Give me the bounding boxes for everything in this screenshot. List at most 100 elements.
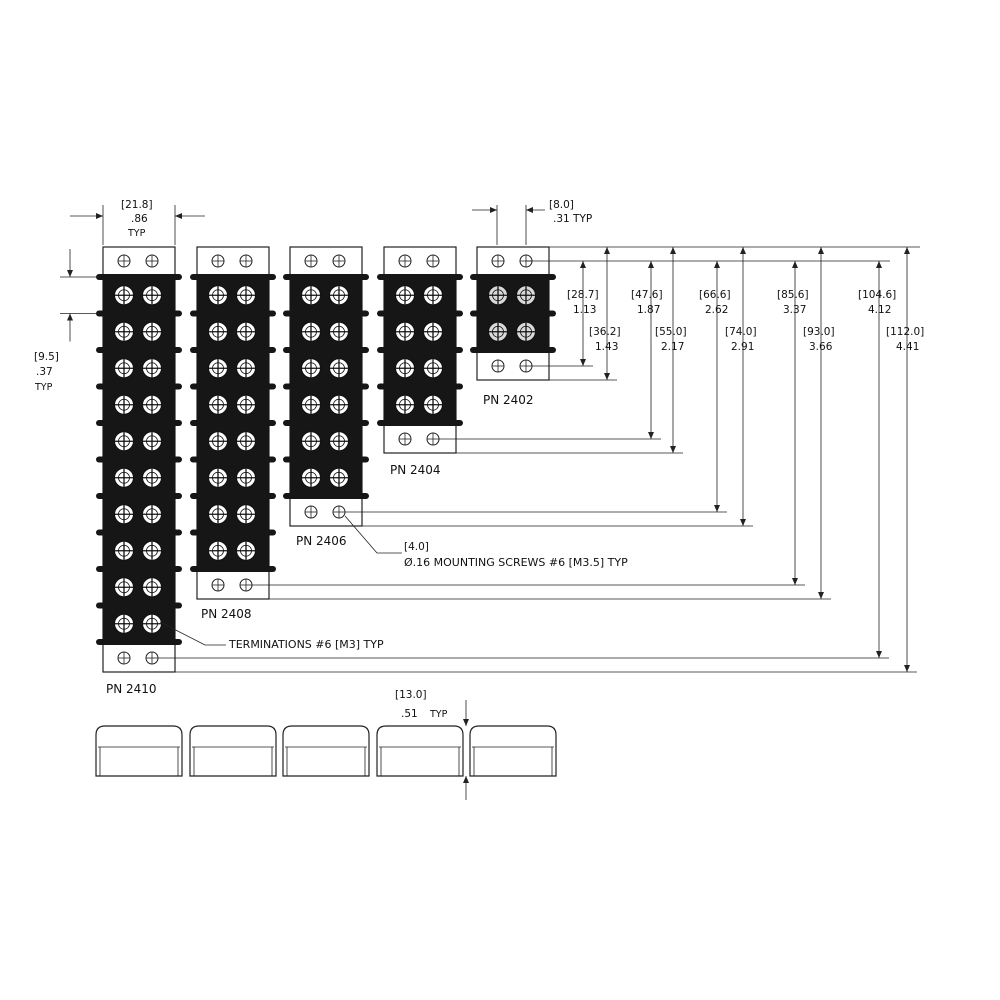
arrowhead bbox=[604, 373, 610, 380]
width-dim-inch: .86 bbox=[131, 213, 148, 225]
side-views bbox=[95, 725, 557, 777]
arrowhead bbox=[904, 665, 910, 672]
pitch-dim-mm: [9.5] bbox=[34, 351, 59, 363]
side-profile bbox=[282, 725, 370, 777]
barrier bbox=[190, 310, 276, 317]
arrowhead bbox=[818, 247, 824, 254]
height-dim-inch: 2.62 bbox=[705, 304, 728, 316]
arrowhead bbox=[792, 578, 798, 585]
dimension-lines bbox=[60, 205, 920, 800]
terminal-block bbox=[190, 246, 276, 600]
arrowhead bbox=[526, 207, 533, 213]
barrier bbox=[190, 529, 276, 536]
arrowhead bbox=[670, 247, 676, 254]
barrier bbox=[283, 310, 369, 317]
height-dim-mm: [85.6] bbox=[777, 289, 809, 301]
barrier bbox=[470, 310, 556, 317]
height-dim-inch: 2.91 bbox=[731, 341, 754, 353]
barrier bbox=[283, 274, 369, 280]
barrier bbox=[96, 420, 182, 426]
height-dim-mm: [47.6] bbox=[631, 289, 663, 301]
terminal-block bbox=[96, 246, 182, 673]
barrier bbox=[377, 383, 463, 390]
barrier bbox=[190, 493, 276, 499]
arrowhead bbox=[714, 261, 720, 268]
barrier bbox=[96, 639, 182, 645]
side-dim-typ: TYP bbox=[429, 709, 448, 720]
barrier bbox=[96, 493, 182, 499]
barrier bbox=[283, 493, 369, 499]
arrowhead bbox=[604, 247, 610, 254]
side-dim-inch: .51 bbox=[401, 708, 418, 720]
arrowhead bbox=[648, 261, 654, 268]
barrier bbox=[283, 347, 369, 353]
height-dim-mm: [104.6] bbox=[858, 289, 896, 301]
barrier-dim-inch: .31 TYP bbox=[553, 213, 592, 225]
terminal-block bbox=[470, 246, 556, 381]
pitch-dim-typ: TYP bbox=[34, 382, 53, 393]
barrier-dim-mm: [8.0] bbox=[549, 199, 574, 211]
barrier bbox=[283, 383, 369, 390]
side-profile bbox=[376, 725, 464, 777]
barrier bbox=[283, 456, 369, 463]
side-profile bbox=[189, 725, 277, 777]
arrowhead bbox=[463, 776, 469, 783]
arrowhead bbox=[175, 213, 182, 219]
barrier bbox=[96, 602, 182, 609]
barrier bbox=[377, 347, 463, 353]
side-view bbox=[376, 725, 464, 777]
barrier bbox=[190, 347, 276, 353]
arrowhead bbox=[714, 505, 720, 512]
barrier bbox=[96, 310, 182, 317]
width-dim-typ: TYP bbox=[127, 228, 146, 239]
arrowhead bbox=[792, 261, 798, 268]
barrier bbox=[96, 274, 182, 280]
barrier bbox=[377, 420, 463, 426]
barrier bbox=[190, 274, 276, 280]
height-dim-inch: 4.12 bbox=[868, 304, 891, 316]
barrier bbox=[96, 566, 182, 572]
arrowhead bbox=[580, 261, 586, 268]
arrowhead bbox=[580, 359, 586, 366]
height-dim-mm: [36.2] bbox=[589, 326, 621, 338]
height-dim-mm: [112.0] bbox=[886, 326, 924, 338]
side-view bbox=[282, 725, 370, 777]
part-number-label: PN 2410 bbox=[106, 682, 157, 696]
arrowhead bbox=[96, 213, 103, 219]
barrier bbox=[283, 420, 369, 426]
arrowhead bbox=[904, 247, 910, 254]
height-dim-inch: 4.41 bbox=[896, 341, 919, 353]
arrowhead bbox=[876, 651, 882, 658]
height-dim-mm: [74.0] bbox=[725, 326, 757, 338]
height-dim-mm: [28.7] bbox=[567, 289, 599, 301]
arrowhead bbox=[648, 432, 654, 439]
barrier bbox=[96, 383, 182, 390]
barrier bbox=[377, 274, 463, 280]
height-dim-inch: 2.17 bbox=[661, 341, 684, 353]
arrowhead bbox=[463, 719, 469, 726]
barrier bbox=[190, 383, 276, 390]
part-number-label: PN 2408 bbox=[201, 607, 252, 621]
terminal-block bbox=[377, 246, 463, 454]
height-dim-mm: [55.0] bbox=[655, 326, 687, 338]
part-number-label: PN 2404 bbox=[390, 463, 441, 477]
barrier bbox=[190, 420, 276, 426]
arrowhead bbox=[740, 247, 746, 254]
arrowhead bbox=[67, 270, 73, 277]
side-view bbox=[469, 725, 557, 777]
height-dim-inch: 3.37 bbox=[783, 304, 806, 316]
arrowhead bbox=[818, 592, 824, 599]
arrowhead bbox=[876, 261, 882, 268]
barrier bbox=[470, 347, 556, 353]
arrowhead bbox=[670, 446, 676, 453]
barrier bbox=[96, 456, 182, 463]
height-dim-inch: 1.87 bbox=[637, 304, 660, 316]
barrier bbox=[96, 347, 182, 353]
terminations-note: TERMINATIONS #6 [M3] TYP bbox=[228, 638, 384, 651]
height-dim-inch: 1.43 bbox=[595, 341, 618, 353]
barrier bbox=[470, 274, 556, 280]
pitch-dim-inch: .37 bbox=[36, 366, 53, 378]
side-profile bbox=[469, 725, 557, 777]
part-number-label: PN 2406 bbox=[296, 534, 347, 548]
width-dim-mm: [21.8] bbox=[121, 199, 153, 211]
